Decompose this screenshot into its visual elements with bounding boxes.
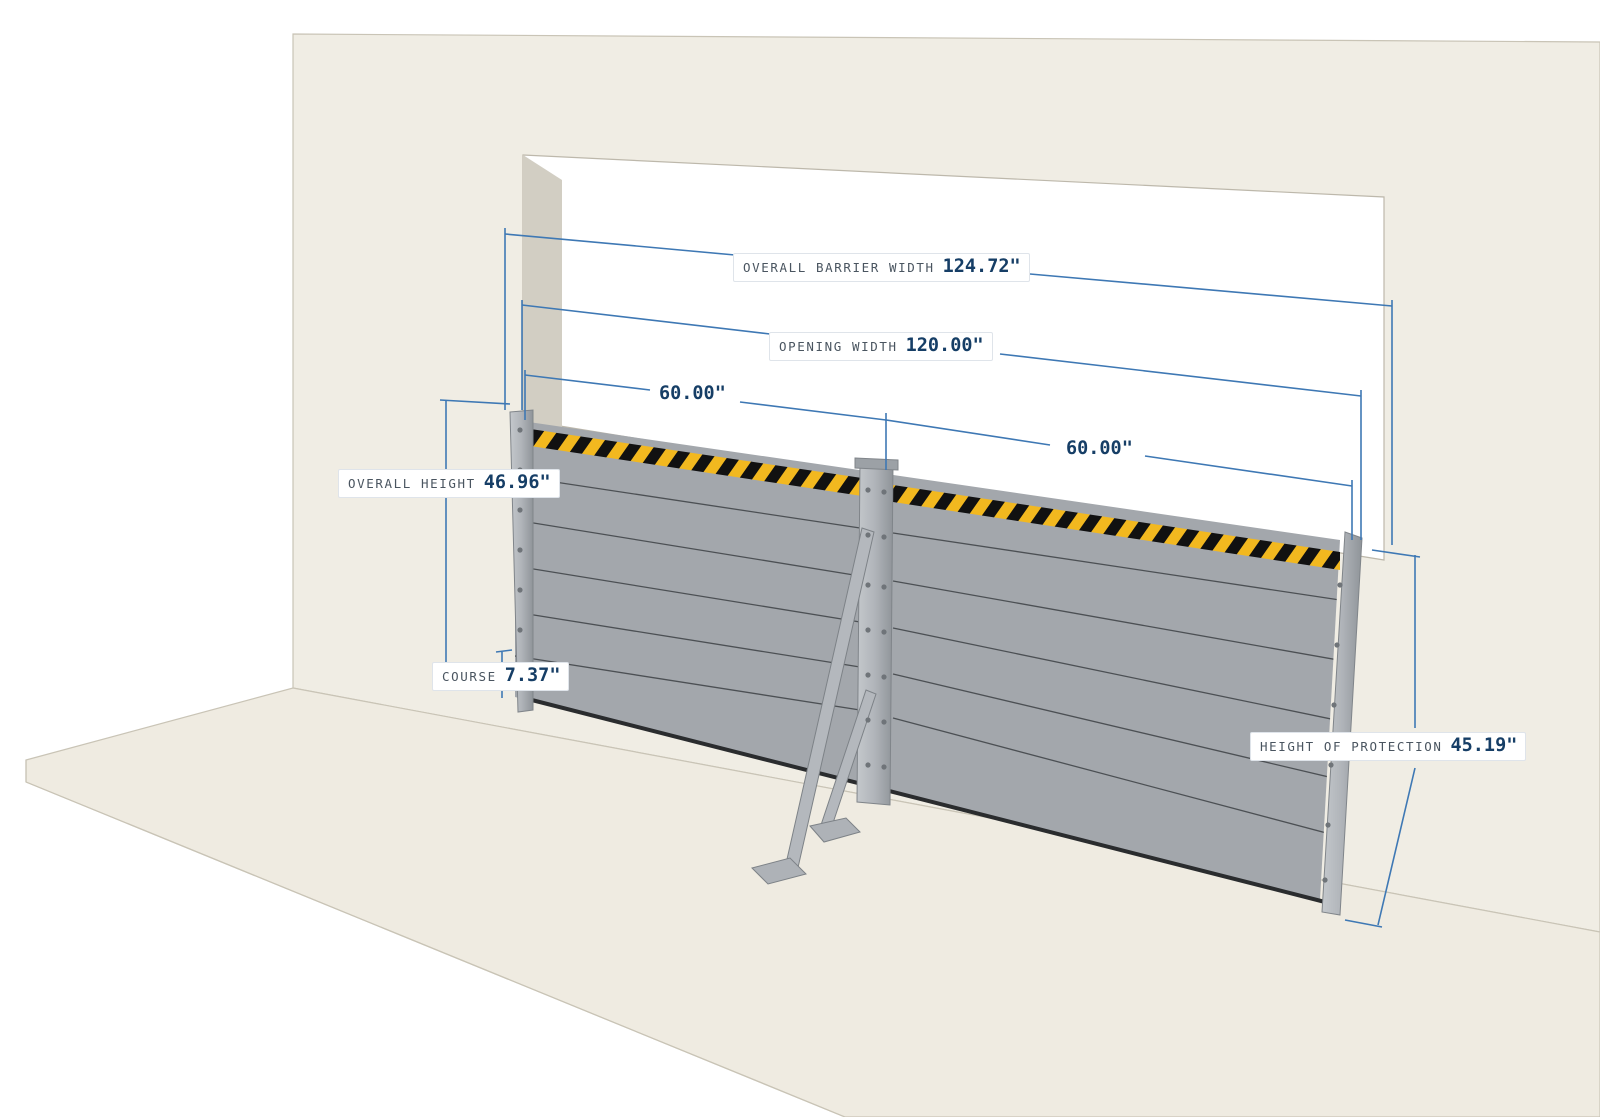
course-seam	[515, 611, 861, 668]
bolt	[517, 627, 523, 633]
right-post	[1321, 531, 1363, 916]
bolt	[881, 719, 887, 725]
floor-edge	[25, 781, 846, 1117]
bolt	[881, 534, 887, 540]
bolt	[881, 764, 887, 770]
course-label: COURSE 7.37"	[432, 662, 570, 691]
bolt	[881, 584, 887, 590]
course-seam	[515, 519, 861, 577]
bolt	[865, 762, 871, 768]
center-post	[856, 461, 894, 806]
bolt	[1334, 642, 1340, 648]
overall-barrier-width-label: OVERALL BARRIER WIDTH 124.72"	[733, 253, 1030, 282]
bolt	[517, 587, 523, 593]
bolt	[865, 582, 871, 588]
course-seam	[892, 717, 1331, 835]
barrier-panels	[515, 420, 1340, 900]
bolt	[1322, 877, 1328, 883]
bolt	[517, 507, 523, 513]
bolt	[517, 547, 523, 553]
bolt	[865, 532, 871, 538]
bolt	[881, 489, 887, 495]
bolt	[1337, 582, 1343, 588]
right-bay-width-label: 60.00"	[1058, 438, 1141, 460]
dimension-line	[999, 353, 1362, 397]
opening-width-value: 120.00"	[905, 335, 984, 356]
left-bay-width-label: 60.00"	[651, 383, 734, 405]
brace-foot-plate-2	[809, 817, 861, 843]
bottom-seal	[519, 695, 1326, 904]
dimension-line	[1371, 549, 1421, 558]
course-seam	[515, 565, 861, 623]
dimension-line	[1144, 455, 1353, 487]
opening-width-caption: OPENING WIDTH	[779, 339, 898, 354]
hazard-stripe-right	[893, 485, 1340, 570]
height-of-protection-label: HEIGHT OF PROTECTION 45.19"	[1250, 732, 1527, 761]
right-bay-width-value: 60.00"	[1066, 438, 1133, 459]
bolt	[865, 672, 871, 678]
bolt	[881, 674, 887, 680]
overall-barrier-width-value: 124.72"	[942, 256, 1021, 277]
bolt	[865, 627, 871, 633]
hazard-stripe-left	[517, 427, 862, 496]
dimension-lines	[439, 228, 1421, 928]
dimension-line	[739, 401, 887, 421]
dimension-line	[521, 304, 771, 335]
center-post-cap	[854, 457, 899, 471]
bolt	[865, 487, 871, 493]
overall-barrier-width-caption: OVERALL BARRIER WIDTH	[743, 260, 935, 275]
dimension-line	[524, 374, 651, 391]
height-of-protection-caption: HEIGHT OF PROTECTION	[1260, 739, 1443, 754]
bolt	[1325, 822, 1331, 828]
bolt	[517, 427, 523, 433]
course-seam	[892, 580, 1339, 661]
brace-foot-plate-1	[751, 857, 807, 885]
height-of-protection-value: 45.19"	[1450, 735, 1518, 756]
course-seam	[515, 655, 861, 711]
overall-height-value: 46.96"	[483, 472, 551, 493]
course-value: 7.37"	[504, 665, 561, 686]
dimension-line	[504, 233, 736, 256]
dimension-line	[1029, 273, 1393, 307]
bolt	[1331, 702, 1337, 708]
dimension-line	[885, 419, 1051, 446]
overall-height-label: OVERALL HEIGHT 46.96"	[338, 469, 560, 498]
door-jamb	[523, 155, 562, 440]
overall-height-caption: OVERALL HEIGHT	[348, 476, 476, 491]
course-seam	[515, 475, 861, 529]
course-seam	[892, 627, 1337, 721]
opening-width-label: OPENING WIDTH 120.00"	[769, 332, 993, 361]
bolt	[865, 717, 871, 723]
bolt	[881, 629, 887, 635]
dimension-line	[439, 399, 511, 405]
course-seam	[892, 532, 1340, 601]
bolt	[1328, 762, 1334, 768]
panel-courses	[515, 475, 1340, 835]
course-caption: COURSE	[442, 669, 497, 684]
dimension-line	[495, 649, 513, 653]
left-bay-width-value: 60.00"	[659, 383, 726, 404]
dimension-line	[1377, 767, 1416, 926]
dimension-line	[1344, 919, 1383, 928]
